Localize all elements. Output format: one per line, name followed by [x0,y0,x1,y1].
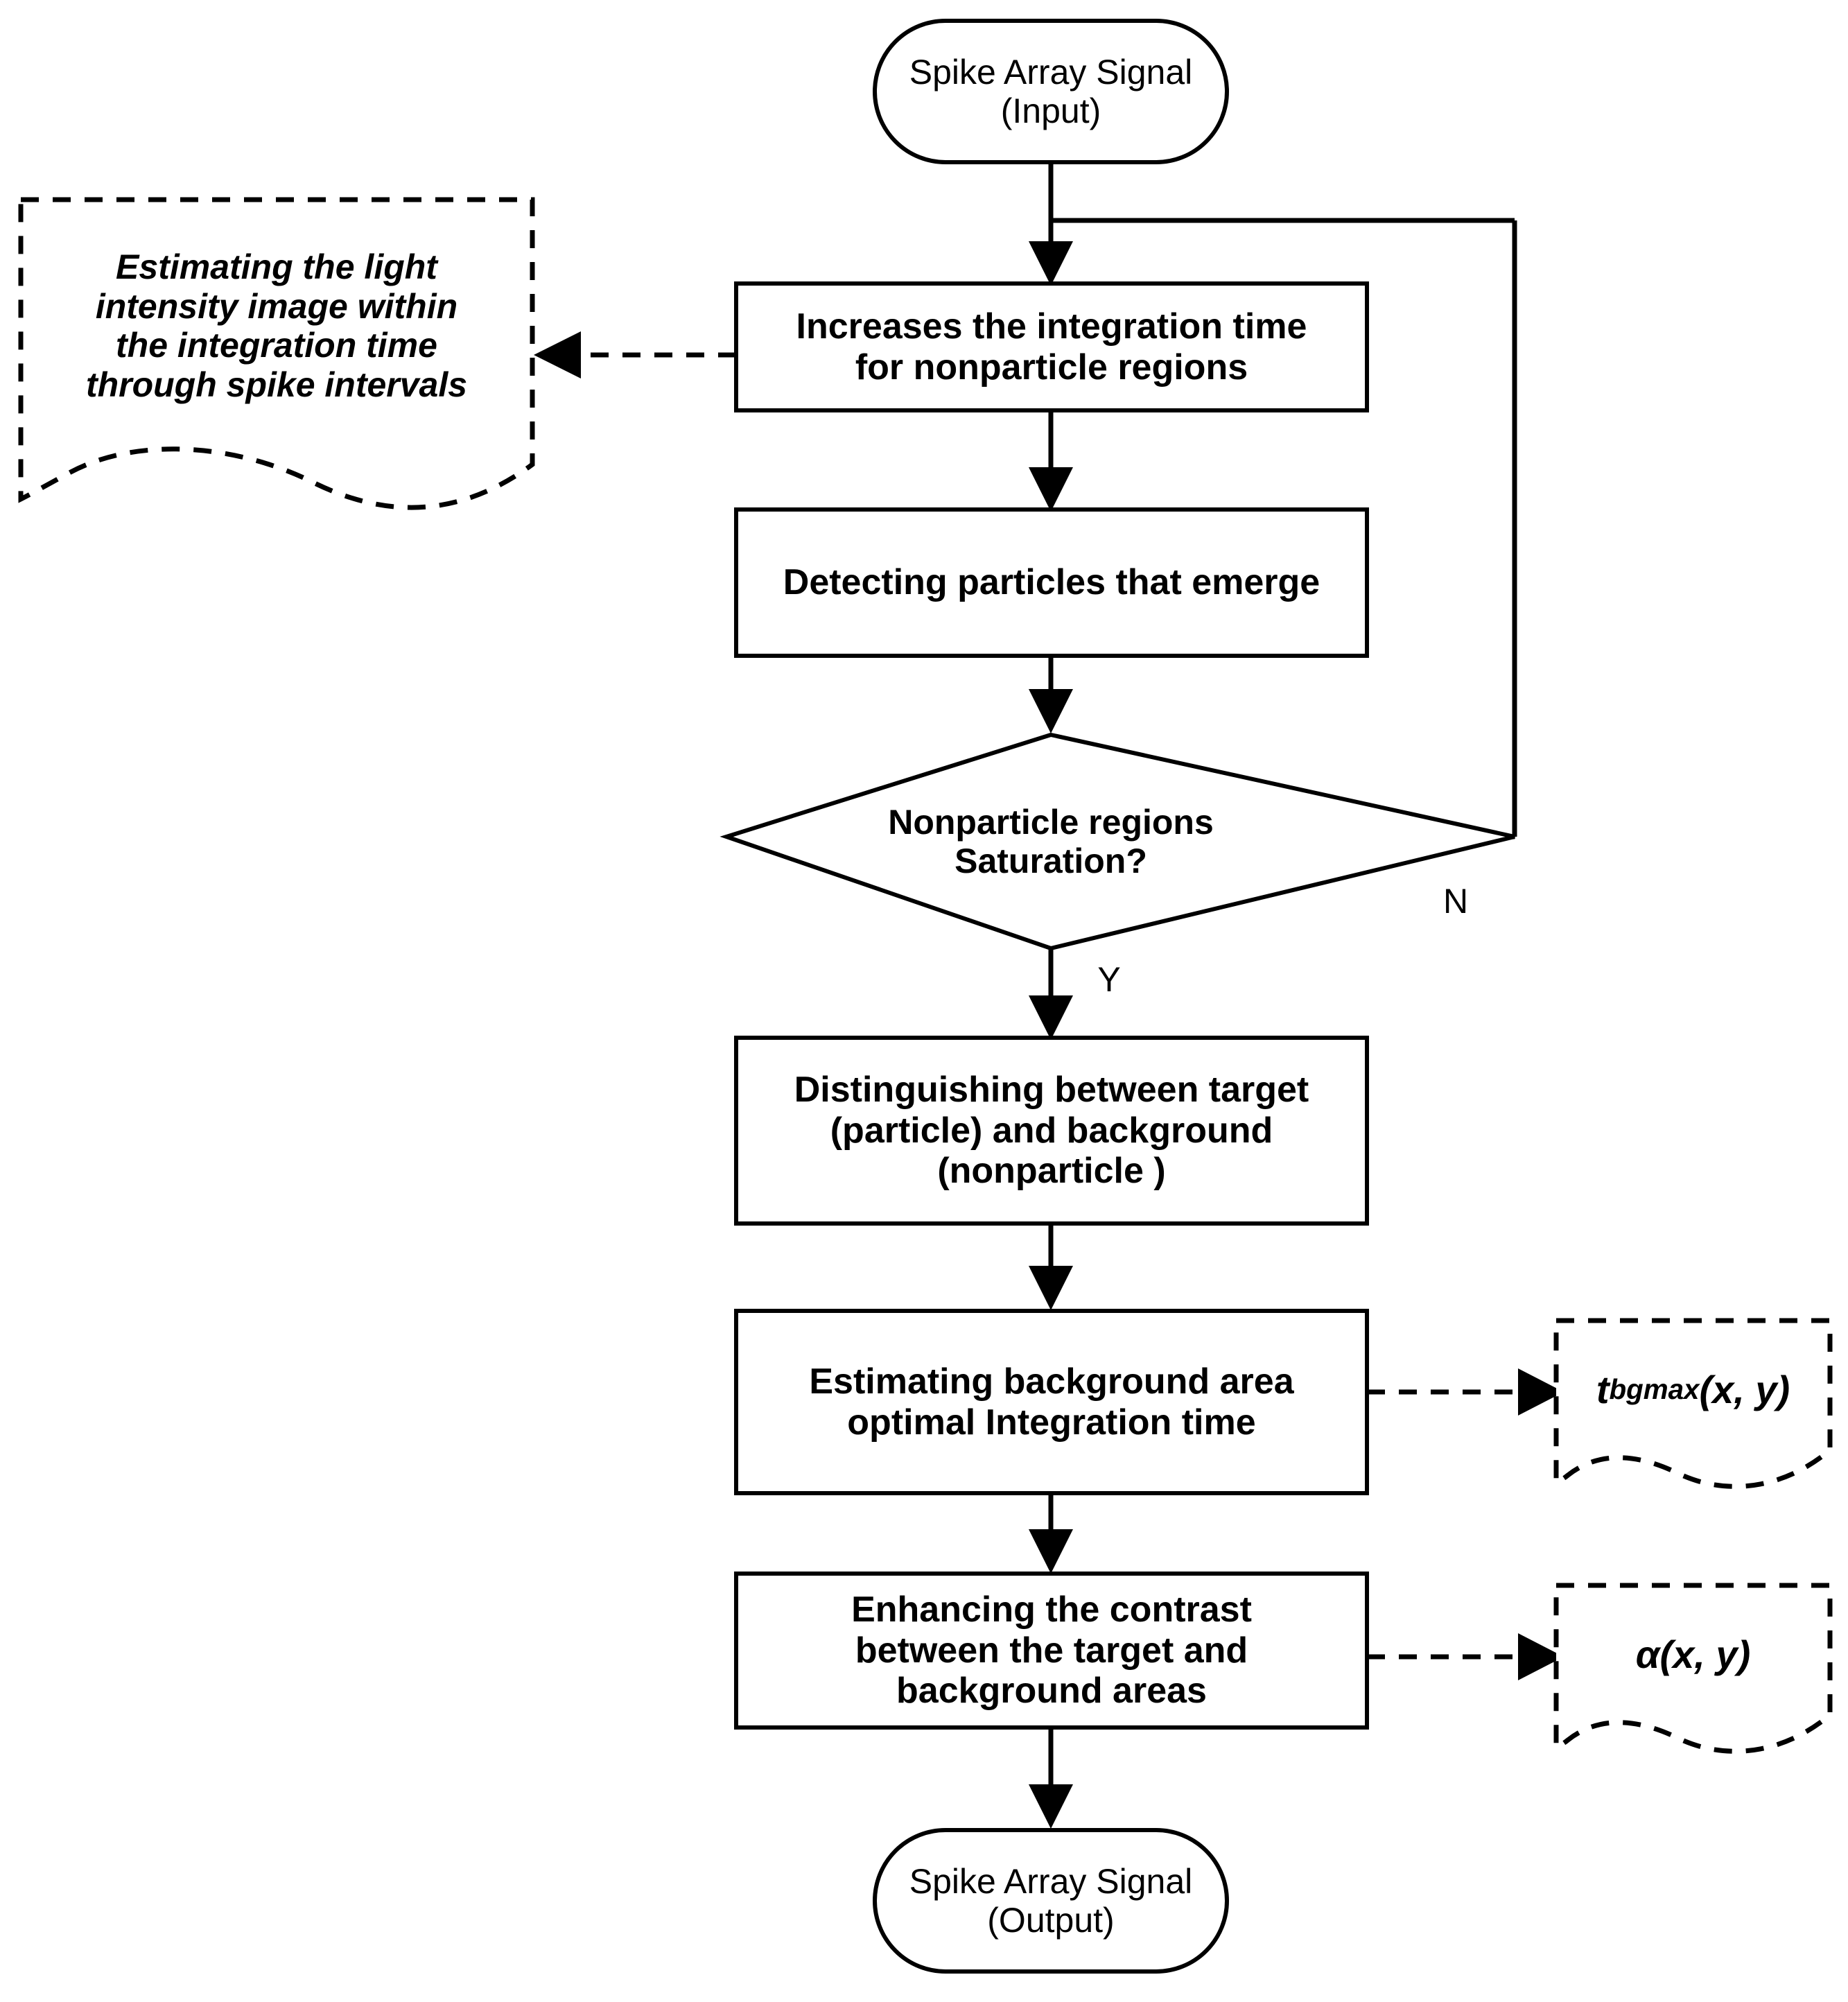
note-tbgmax [1553,1318,1833,1489]
edge-decision-to-distinguish [1029,948,1073,1040]
edge-increase-to-detect [1029,409,1073,512]
node-input-terminator[interactable] [873,19,1229,164]
note-light-intensity [18,197,535,510]
node-output-terminator[interactable] [873,1828,1229,1974]
edge-estimate-to-tbgmax [1367,1368,1564,1416]
edge-input-to-increase [1029,161,1073,286]
node-increase-integration-time[interactable] [734,281,1369,412]
node-enhance-contrast[interactable] [734,1572,1369,1730]
node-saturation-decision[interactable] [720,732,1515,951]
edge-detect-to-decision [1029,654,1073,733]
edge-enhance-to-alpha [1367,1633,1564,1680]
edge-enhance-to-output [1029,1726,1073,1829]
edge-estimate-to-enhance [1029,1492,1073,1574]
node-distinguish-target-background[interactable] [734,1036,1369,1226]
node-detect-particles[interactable] [734,507,1369,658]
edge-distinguish-to-estimate [1029,1221,1073,1310]
note-alpha [1553,1583,1833,1754]
node-estimate-background-time[interactable] [734,1309,1369,1495]
edge-increase-to-note [534,331,736,378]
